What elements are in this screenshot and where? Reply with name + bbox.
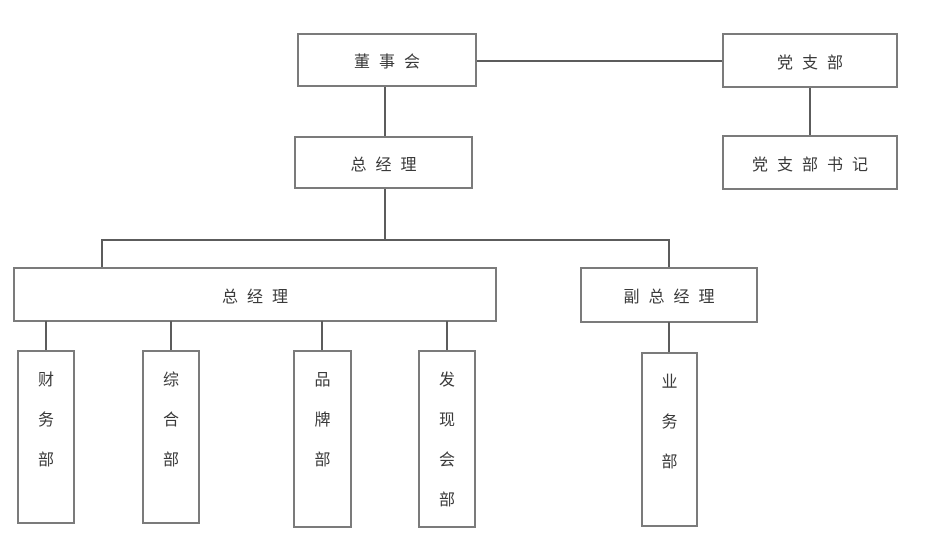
node-brand-dept: 品牌部 [293, 350, 352, 528]
node-discovery-club-dept: 发现会部 [418, 350, 476, 528]
node-label: 副总经理 [623, 287, 724, 306]
node-label: 业务部 [661, 372, 678, 471]
connector-gm-wide-finance [45, 321, 47, 350]
connector-junction-to-deputy-gm [668, 239, 670, 267]
node-label: 党支部书记 [751, 154, 877, 174]
node-general-manager: 总经理 [294, 136, 473, 189]
connector-junction-to-gm-wide [101, 239, 103, 267]
connector-gm-wide-discovery [446, 321, 448, 350]
node-comprehensive-dept: 综合部 [142, 350, 200, 524]
connector-junction-horizontal [101, 239, 670, 241]
node-label: 总经理 [350, 154, 426, 174]
node-label: 综合部 [162, 370, 179, 469]
node-general-manager-wide: 总经理 [13, 267, 497, 322]
node-board-of-directors: 董事会 [297, 33, 477, 87]
node-label: 发现会部 [438, 370, 455, 509]
node-label: 财务部 [37, 370, 54, 469]
connector-general-manager-junction [384, 189, 386, 241]
connector-gm-wide-brand [321, 321, 323, 350]
connector-board-party-branch [477, 60, 722, 62]
node-party-branch: 党支部 [722, 33, 898, 88]
node-label: 董事会 [353, 52, 429, 71]
node-finance-dept: 财务部 [17, 350, 75, 524]
node-label: 品牌部 [314, 370, 331, 469]
connector-deputy-gm-business [668, 322, 670, 352]
node-deputy-general-manager: 副总经理 [580, 267, 758, 323]
connector-party-branch-secretary [809, 88, 811, 135]
connector-board-general-manager [384, 87, 386, 136]
node-label: 总经理 [221, 286, 297, 306]
node-business-dept: 业务部 [641, 352, 698, 527]
node-party-branch-secretary: 党支部书记 [722, 135, 898, 190]
connector-gm-wide-comprehensive [170, 321, 172, 350]
node-label: 党支部 [776, 52, 852, 72]
